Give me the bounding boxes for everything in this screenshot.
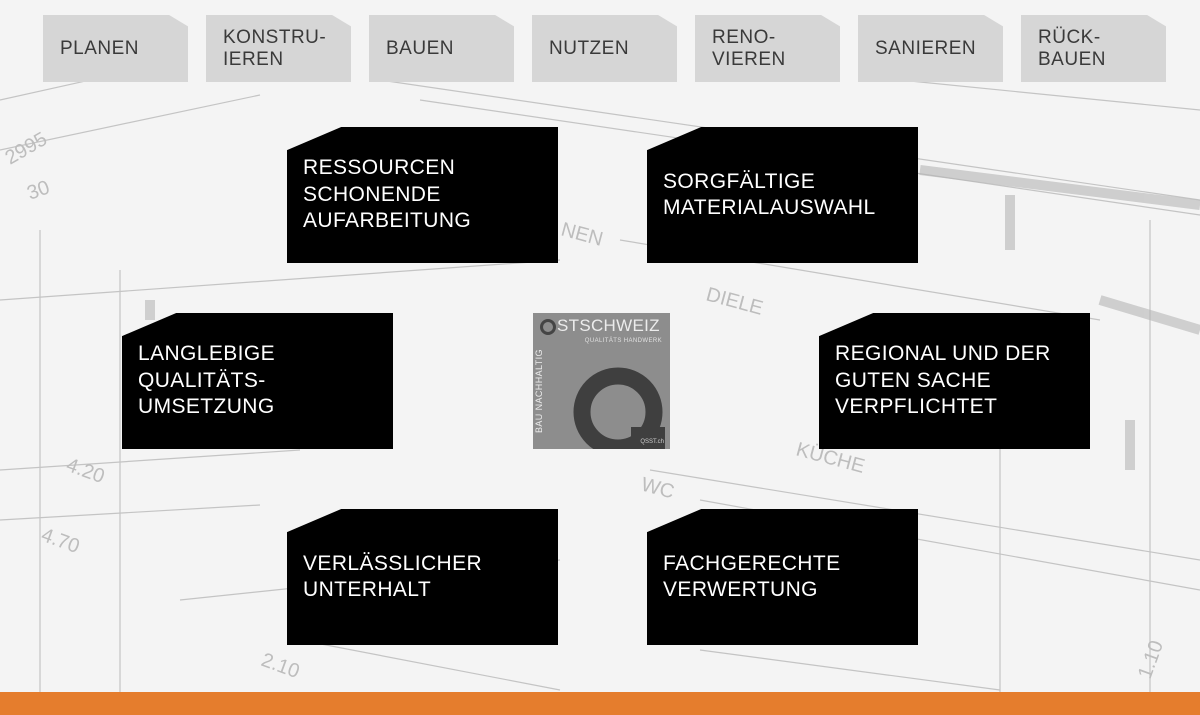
card-verlaesslicher-unterhalt: VERLÄSSLICHER UNTERHALT <box>287 509 558 645</box>
blueprint-label: 2.10 <box>258 649 302 683</box>
tab-label: NUTZEN <box>549 37 630 59</box>
card-text: REGIONAL UND DER GUTEN SACHE VERPFLICHTE… <box>835 342 1051 419</box>
blueprint-label: 1.10 <box>1134 638 1168 682</box>
card-langlebige-qualitaetsumsetzung: LANGLEBIGE QUALITÄTS- UMSETZUNG <box>122 313 393 449</box>
card-text: RESSOURCEN SCHONENDE AUFARBEITUNG <box>303 156 472 233</box>
tab-bauen[interactable]: BAUEN <box>369 15 514 82</box>
blueprint-label: 30 <box>24 176 52 204</box>
accent-footer-bar <box>0 692 1200 715</box>
tab-konstruieren[interactable]: KONSTRU- IEREN <box>206 15 351 82</box>
card-text: FACHGERECHTE VERWERTUNG <box>663 551 841 602</box>
card-text: VERLÄSSLICHER UNTERHALT <box>303 551 483 602</box>
tab-planen[interactable]: PLANEN <box>43 15 188 82</box>
tab-nutzen[interactable]: NUTZEN <box>532 15 677 82</box>
logo-vertical-text: BAU NACHHALTIG <box>534 349 544 433</box>
blueprint-label: WC <box>639 474 677 504</box>
tab-renovieren[interactable]: RENO- VIEREN <box>695 15 840 82</box>
card-ressourcen-schonende-aufarbeitung: RESSOURCEN SCHONENDE AUFARBEITUNG <box>287 127 558 263</box>
tab-label: BAUEN <box>386 37 454 59</box>
logo-subtitle: QUALITÄTS HANDWERK <box>584 338 662 344</box>
card-text: LANGLEBIGE QUALITÄTS- UMSETZUNG <box>138 342 276 419</box>
logo-brand: STSCHWEIZ <box>557 316 660 335</box>
card-text: SORGFÄLTIGE MATERIALAUSWAHL <box>663 169 876 220</box>
blueprint-label: DIELE <box>704 284 766 320</box>
card-sorgfaeltige-materialauswahl: SORGFÄLTIGE MATERIALAUSWAHL <box>647 127 918 263</box>
qst-schweiz-logo: STSCHWEIZ QUALITÄTS HANDWERK BAU NACHHAL… <box>533 313 670 449</box>
blueprint-label: 4.20 <box>63 454 107 488</box>
tab-label: SANIEREN <box>875 37 977 59</box>
tab-label: RENO- VIEREN <box>712 26 786 70</box>
blueprint-label: 2995 <box>2 128 52 169</box>
q-logo-icon <box>540 319 556 335</box>
tab-label: RÜCK- BAUEN <box>1038 26 1106 70</box>
blueprint-label: 4.70 <box>38 524 82 558</box>
card-fachgerechte-verwertung: FACHGERECHTE VERWERTUNG <box>647 509 918 645</box>
card-regional: REGIONAL UND DER GUTEN SACHE VERPFLICHTE… <box>819 313 1090 449</box>
tab-label: KONSTRU- IEREN <box>223 26 327 70</box>
tab-label: PLANEN <box>60 37 140 59</box>
logo-url: QSST.ch <box>640 439 664 445</box>
big-q-icon <box>573 367 665 449</box>
tab-rueckbauen[interactable]: RÜCK- BAUEN <box>1021 15 1166 82</box>
blueprint-label: NEN <box>559 219 605 251</box>
tab-sanieren[interactable]: SANIEREN <box>858 15 1003 82</box>
